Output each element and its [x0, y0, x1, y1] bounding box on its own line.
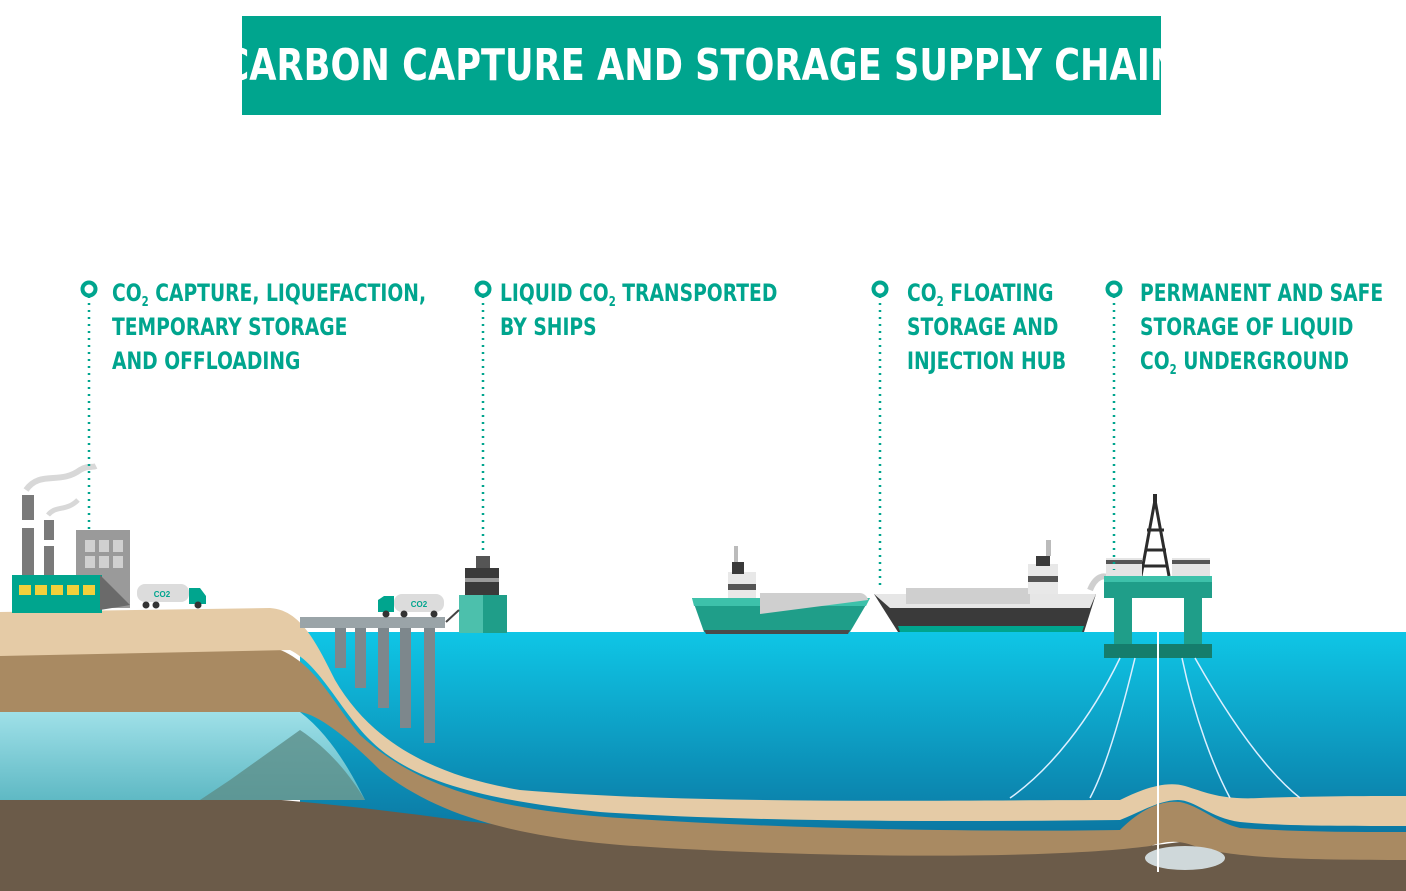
co2-truck-1: CO2 — [137, 584, 206, 609]
storage-terminal — [445, 556, 507, 633]
injection-platform — [1104, 494, 1212, 658]
co2-storage-plume — [1145, 846, 1225, 870]
step-3-marker-icon — [871, 280, 889, 298]
mooring-lines — [1009, 657, 1301, 799]
step-3-label: CO2 FLOATING STORAGE AND INJECTION HUB — [907, 279, 1067, 375]
step-1-label: CO2 CAPTURE, LIQUEFACTION, TEMPORARY STO… — [112, 279, 427, 375]
truck-1-label: CO2 — [154, 590, 171, 599]
pier-deck — [300, 617, 445, 628]
page-title: CARBON CAPTURE AND STORAGE SUPPLY CHAIN — [223, 40, 1180, 91]
truck-2-label: CO2 — [411, 600, 428, 609]
floating-storage-vessel — [874, 540, 1111, 632]
soil-layer — [0, 645, 1406, 860]
step-2-marker-icon — [474, 280, 492, 298]
factory — [12, 463, 130, 613]
step-2-label: LIQUID CO2 TRANSPORTED BY SHIPS — [500, 279, 778, 341]
leader-lines — [87, 296, 1116, 590]
transport-ship — [692, 546, 870, 634]
leader-markers — [80, 280, 1123, 298]
bedrock-layer — [0, 790, 1406, 891]
co2-truck-2: CO2 — [378, 594, 444, 618]
sand-layer — [0, 608, 1406, 826]
step-1-marker-icon — [80, 280, 98, 298]
step-4-label: PERMANENT AND SAFE STORAGE OF LIQUID CO2… — [1140, 279, 1384, 378]
pier-pillars — [335, 628, 435, 743]
step-4-marker-icon — [1105, 280, 1123, 298]
title-banner: CARBON CAPTURE AND STORAGE SUPPLY CHAIN — [224, 16, 1179, 115]
